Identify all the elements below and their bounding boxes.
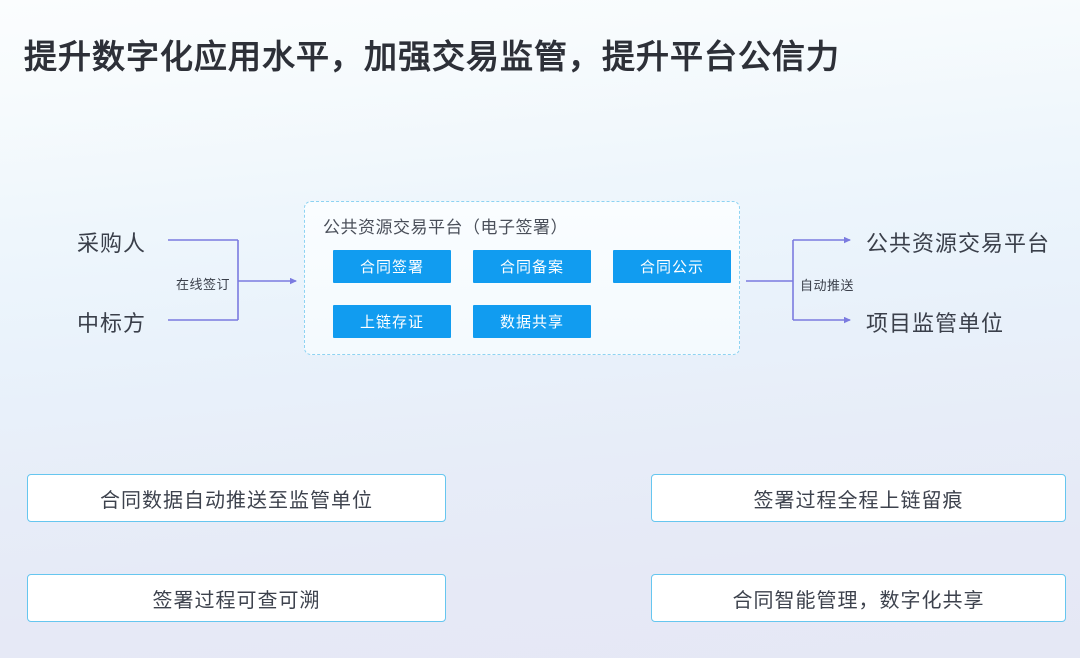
edge-caption-online-signing: 在线签订	[176, 277, 231, 292]
benefit-box-smart-management: 合同智能管理，数字化共享	[651, 574, 1066, 622]
platform-panel-title: 公共资源交易平台（电子签署）	[323, 218, 568, 237]
platform-chip-row-2: 上链存证 数据共享	[333, 305, 591, 338]
chip-data-sharing[interactable]: 数据共享	[473, 305, 591, 338]
platform-chip-row-1: 合同签署 合同备案 合同公示	[333, 250, 731, 283]
platform-panel: 公共资源交易平台（电子签署） 合同签署 合同备案 合同公示 上链存证 数据共享	[304, 201, 740, 355]
destination-label-public-resource-platform: 公共资源交易平台	[866, 231, 1051, 256]
actor-label-winner: 中标方	[77, 311, 147, 336]
actor-label-buyer: 采购人	[77, 231, 147, 256]
chip-chain-evidence[interactable]: 上链存证	[333, 305, 451, 338]
destination-label-project-regulator: 项目监管单位	[866, 311, 1005, 336]
chip-contract-publish[interactable]: 合同公示	[613, 250, 731, 283]
benefit-box-on-chain-trace: 签署过程全程上链留痕	[651, 474, 1066, 522]
benefit-box-traceable: 签署过程可查可溯	[27, 574, 446, 622]
page-title: 提升数字化应用水平，加强交易监管，提升平台公信力	[24, 38, 840, 75]
chip-contract-filing[interactable]: 合同备案	[473, 250, 591, 283]
chip-contract-sign[interactable]: 合同签署	[333, 250, 451, 283]
edge-caption-auto-push: 自动推送	[800, 278, 855, 293]
benefit-box-auto-push: 合同数据自动推送至监管单位	[27, 474, 446, 522]
